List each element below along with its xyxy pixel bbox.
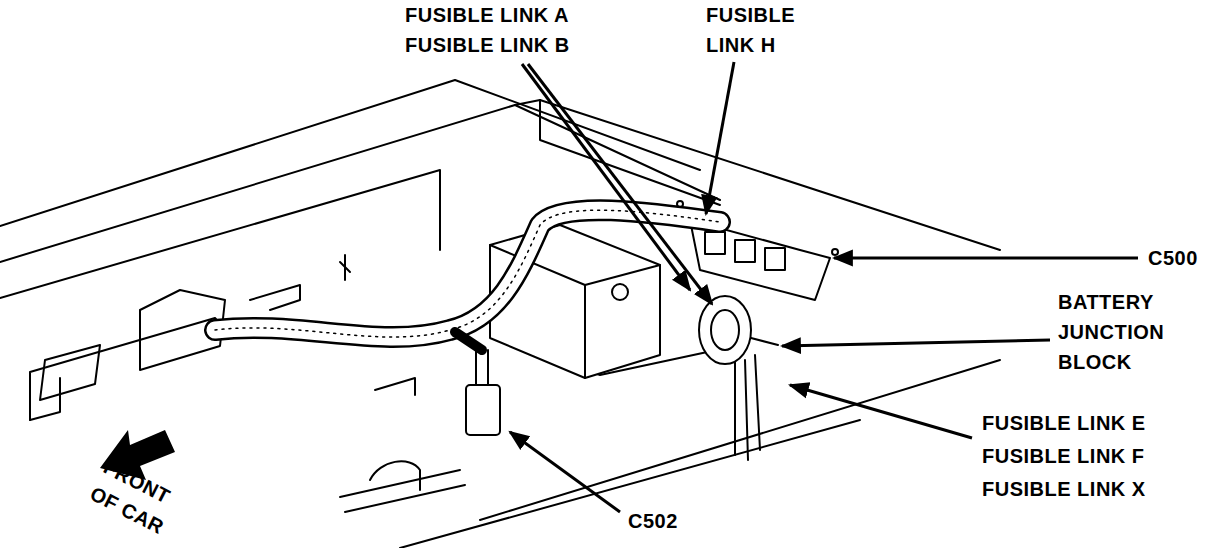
- screw: [832, 249, 838, 255]
- fusible-wire: [734, 362, 736, 455]
- front-panel: [30, 318, 225, 420]
- fusible-wire: [755, 355, 760, 450]
- wire: [475, 350, 477, 385]
- callout-label: FUSIBLE LINK A: [405, 0, 635, 30]
- clamp: [370, 461, 420, 490]
- cowl-edge: [515, 100, 1000, 250]
- direction-label: FRONT OF CAR: [85, 452, 194, 547]
- leader-arrow: [782, 340, 1050, 346]
- leader-arrow: [510, 432, 620, 512]
- c500-cavity: [735, 240, 755, 262]
- clamp: [250, 285, 300, 310]
- leader-arrow: [790, 385, 972, 438]
- callout-label: FUSIBLE LINK H: [706, 0, 806, 60]
- fusible-wire: [745, 360, 748, 460]
- callout-label: C502: [628, 506, 708, 536]
- battery-corner: [584, 285, 586, 378]
- callout-label: C500: [1148, 243, 1214, 273]
- lamp-socket: [40, 345, 100, 400]
- lower-rail: [480, 360, 1000, 520]
- callout-label: BATTERY JUNCTION BLOCK: [1058, 287, 1188, 377]
- leader-arrow: [706, 62, 734, 214]
- battery: [490, 225, 660, 378]
- callout-label: FUSIBLE LINK F: [982, 441, 1212, 471]
- brake-line: [340, 470, 460, 497]
- leader-arrow: [528, 64, 712, 304]
- c500-cavity: [765, 248, 785, 270]
- lower-rail-2: [400, 420, 860, 548]
- brake-line: [345, 485, 465, 512]
- harness-branch: [455, 332, 482, 350]
- c500-cavity: [705, 232, 725, 254]
- leader-arrow: [834, 257, 1138, 260]
- clamp: [375, 378, 415, 395]
- callout-label: FUSIBLE LINK B: [405, 30, 635, 60]
- junction-block-core: [711, 310, 739, 350]
- screw: [340, 255, 350, 280]
- callout-label: FUSIBLE LINK X: [982, 474, 1212, 504]
- upper-rail: [0, 170, 440, 298]
- callout-label: FUSIBLE LINK E: [982, 408, 1212, 438]
- c502-connector: [466, 385, 500, 435]
- wire: [487, 350, 489, 385]
- c500-connector: [690, 220, 830, 300]
- battery-bolt: [612, 284, 628, 300]
- junction-block: [699, 296, 751, 364]
- junction-stud: [751, 338, 778, 345]
- leader-arrow: [522, 64, 690, 290]
